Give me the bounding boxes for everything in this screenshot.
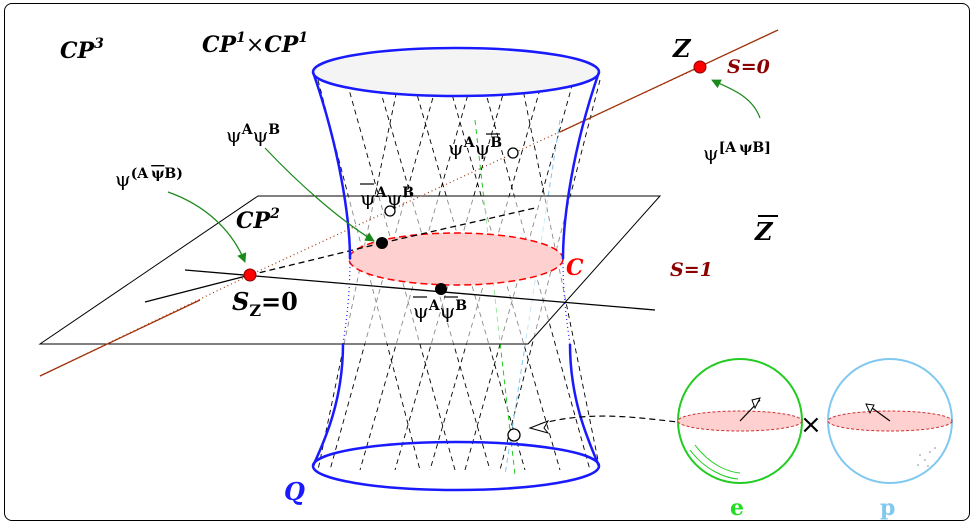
point-psibar-psibar (435, 283, 447, 295)
arrow-psi (264, 147, 375, 242)
times-symbol-spheres: × (800, 410, 822, 440)
point-spin (507, 428, 521, 442)
sphere-e (677, 358, 803, 484)
cp2-plane (38, 195, 662, 345)
green-line (474, 119, 516, 476)
arrow-to-spheres (539, 415, 679, 425)
label-sz0: SZ=0 (232, 287, 298, 320)
line-a-dashed (249, 242, 383, 276)
label-s0: S=0 (727, 56, 770, 78)
line-a-solid (144, 274, 251, 303)
arrow-sz (167, 191, 247, 263)
label-psibar-a-psibar-b: ψAψB (413, 298, 467, 323)
label-psi-a-psibar-b: ψAψB (448, 135, 502, 160)
diagram-frame (4, 3, 970, 521)
brown-line-solid-high (559, 29, 779, 133)
brown-line-solid-low (39, 299, 201, 377)
label-s1: S=1 (670, 259, 713, 281)
blue-line (504, 119, 561, 476)
label-cp2: CP2 (236, 206, 280, 234)
line-a-dashed-2 (381, 207, 536, 244)
point-psi-psibar (507, 147, 519, 159)
point-psibar-psi (384, 205, 396, 217)
label-cp3: CP3 (60, 36, 104, 64)
label-cp1xcp1: CP1×CP1 (202, 30, 308, 58)
top-cap-dots (313, 50, 599, 96)
hyperboloid-outline (311, 46, 601, 492)
sphere-p (827, 358, 953, 484)
label-zbar: Z (754, 217, 774, 246)
point-psi-a-psi-b (376, 237, 388, 249)
label-psi-a-psi-b: ψAψB (226, 122, 280, 147)
point-z (693, 60, 707, 74)
label-psibar-a-psi-b: ψAψB (360, 185, 414, 210)
label-q: Q (284, 477, 305, 506)
psi-overbars (360, 133, 500, 298)
point-sz (243, 268, 257, 282)
label-e: e (730, 495, 744, 521)
label-z: Z (672, 34, 692, 63)
label-c: C (566, 255, 584, 281)
arrow-z (711, 79, 761, 119)
line-b (184, 269, 656, 311)
label-p: p (880, 495, 895, 521)
